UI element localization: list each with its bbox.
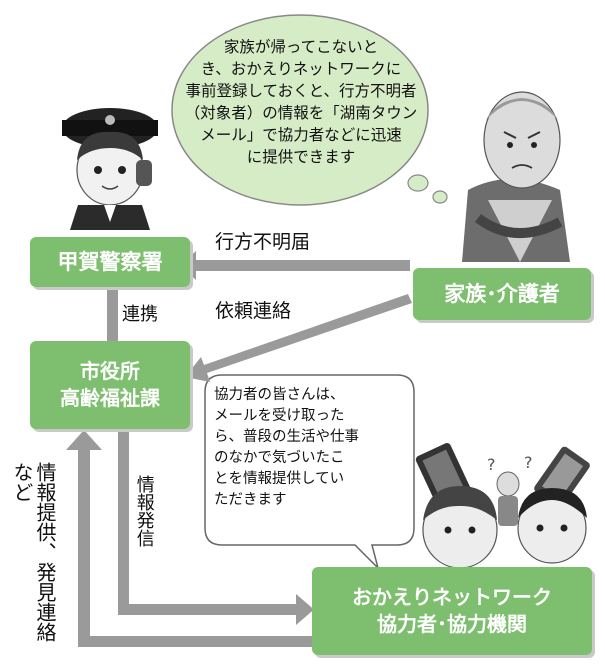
- label-info-provide: 情報提供、発見連絡など: [10, 462, 57, 642]
- top-bubble-line: （対象者）の情報を「湖南タウン: [184, 104, 418, 122]
- node-network: おかえりネットワーク 協力者･協力機関: [312, 567, 592, 655]
- svg-text:?: ?: [524, 453, 533, 472]
- middle-bubble-text: 協力者の皆さんは、 メールを受け取った ら、普段の生活や仕事 のなかで気づいたこ…: [214, 385, 410, 511]
- link-cooperation: [107, 288, 118, 344]
- node-city-office: 市役所 高齢福祉課: [30, 341, 190, 429]
- police-officer-illustration: [62, 108, 158, 230]
- node-family-label: 家族･介護者: [444, 281, 560, 306]
- node-network-line1: おかえりネットワーク: [352, 585, 552, 609]
- node-family: 家族･介護者: [413, 268, 591, 320]
- elderly-man-illustration: [462, 91, 570, 262]
- middle-speech-bubble: [204, 374, 415, 571]
- top-bubble-line: に提供できます: [246, 148, 356, 166]
- middle-bubble-line: とを情報提供してい: [214, 471, 345, 488]
- top-bubble-text: 家族が帰ってこないと き、おかえりネットワークに 事前登録しておくと、行方不明者…: [178, 36, 424, 168]
- label-cooperation: 連携: [122, 304, 158, 325]
- node-city-line2: 高齢福祉課: [60, 386, 160, 410]
- node-network-line2: 協力者･協力機関: [377, 612, 527, 636]
- label-request-contact: 依頼連絡: [215, 300, 292, 322]
- arrow-request-contact: [185, 294, 412, 382]
- arrow-info-send: [118, 430, 314, 625]
- label-missing-report: 行方不明届: [215, 231, 311, 253]
- top-bubble-line: 事前登録しておくと、行方不明者: [185, 82, 417, 100]
- top-bubble-line: き、おかえりネットワークに: [200, 60, 402, 78]
- arrow-missing-report: [180, 251, 410, 280]
- svg-text:?: ?: [487, 455, 496, 474]
- top-bubble-line: メール」で協力者などに迅速: [200, 126, 402, 144]
- middle-bubble-line: のなかで気づいたこ: [214, 450, 345, 467]
- top-speech-bubble: [171, 14, 448, 206]
- middle-bubble-line: ただきます: [214, 492, 287, 509]
- top-bubble-line: 家族が帰ってこないと: [223, 38, 379, 56]
- cooperators-illustration: ? ?: [415, 443, 590, 569]
- node-police-label: 甲賀警察署: [57, 249, 163, 274]
- node-city-line1: 市役所: [80, 359, 140, 383]
- node-police: 甲賀警察署: [30, 237, 190, 287]
- middle-bubble-line: メールを受け取った: [214, 408, 345, 425]
- middle-bubble-line: ら、普段の生活や仕事: [214, 429, 359, 446]
- connectors: [66, 251, 412, 647]
- label-info-send: 情報発信: [133, 475, 155, 547]
- middle-bubble-line: 協力者の皆さんは、: [214, 387, 345, 403]
